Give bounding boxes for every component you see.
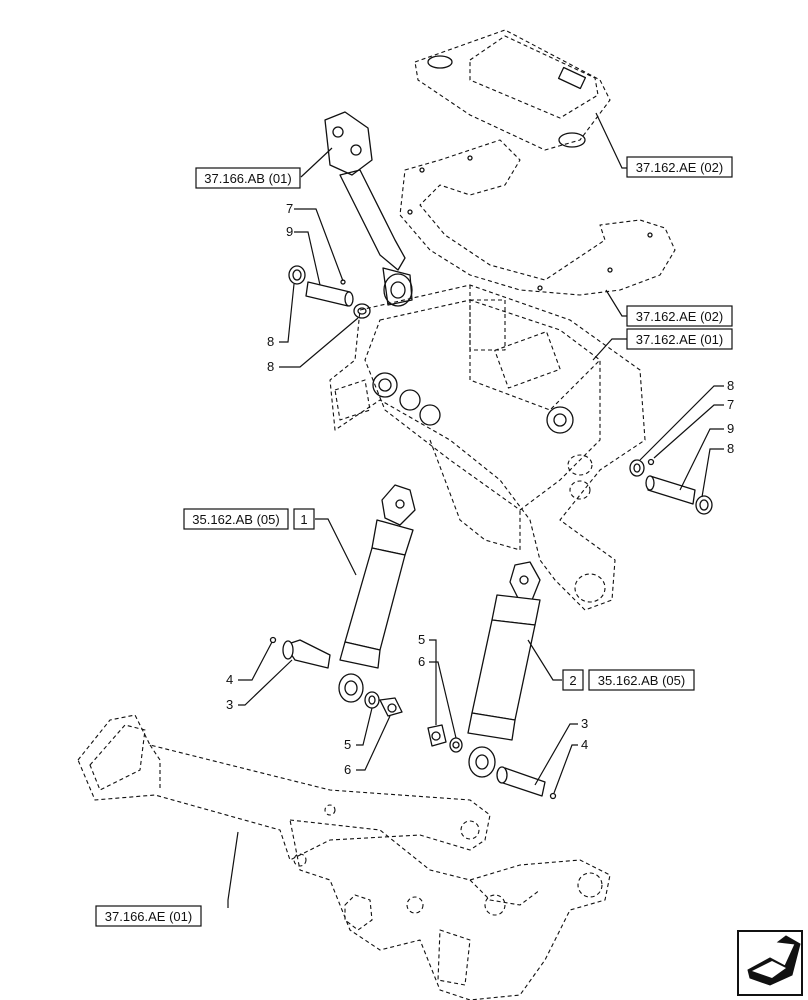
hydraulic-cylinder-left bbox=[338, 484, 416, 703]
reference-box-mid-plate[interactable]: 37.162.AE (02) bbox=[626, 305, 733, 327]
svg-text:35.162.AB (05): 35.162.AB (05) bbox=[192, 512, 279, 527]
svg-text:37.162.AE (02): 37.162.AE (02) bbox=[636, 309, 723, 324]
svg-text:1: 1 bbox=[300, 512, 307, 527]
mid-washer-set bbox=[427, 724, 463, 753]
callout-right-7: 7 bbox=[727, 397, 734, 412]
top-mounting-plate bbox=[414, 29, 611, 151]
hydraulic-cylinder-right bbox=[467, 561, 541, 778]
svg-text:37.162.AE (02): 37.162.AE (02) bbox=[636, 160, 723, 175]
right-lower-pin bbox=[496, 766, 557, 800]
callout-upper-left-8b: 8 bbox=[267, 359, 274, 374]
arrow-navigation-icon[interactable] bbox=[737, 930, 803, 996]
callout-mid-6: 6 bbox=[418, 654, 425, 669]
callout-upper-left-7: 7 bbox=[286, 201, 293, 216]
lower-arm-assembly bbox=[77, 714, 611, 1000]
reference-box-lower-arm[interactable]: 37.166.AE (01) bbox=[95, 905, 202, 927]
leader-lines bbox=[227, 112, 724, 908]
callout-right-8b: 8 bbox=[727, 441, 734, 456]
reference-box-cylinder-left[interactable]: 35.162.AB (05) bbox=[183, 508, 289, 530]
svg-text:2: 2 bbox=[569, 673, 576, 688]
callout-upper-left-9: 9 bbox=[286, 224, 293, 239]
item-box-cylinder-right: 2 bbox=[562, 669, 584, 691]
callout-right-3: 3 bbox=[581, 716, 588, 731]
upper-link-rod bbox=[324, 111, 413, 307]
callout-left-4: 4 bbox=[226, 672, 233, 687]
left-pivot-pin bbox=[269, 636, 403, 717]
reference-box-cylinder-right[interactable]: 35.162.AB (05) bbox=[588, 669, 695, 691]
callout-mid-5: 5 bbox=[418, 632, 425, 647]
callout-right-4: 4 bbox=[581, 737, 588, 752]
svg-text:37.166.AE (01): 37.166.AE (01) bbox=[105, 909, 192, 924]
main-frame-housing bbox=[329, 284, 646, 611]
mid-gasket-plate bbox=[399, 139, 676, 296]
callout-right-8a: 8 bbox=[727, 378, 734, 393]
upper-left-pin-set bbox=[288, 265, 371, 319]
svg-text:37.166.AB (01): 37.166.AB (01) bbox=[204, 171, 291, 186]
svg-text:35.162.AB (05): 35.162.AB (05) bbox=[598, 673, 685, 688]
callout-left-3: 3 bbox=[226, 697, 233, 712]
callout-numbers: 7 9 8 8 8 7 9 8 4 3 5 6 5 6 3 4 bbox=[226, 201, 734, 777]
callout-left-6: 6 bbox=[344, 762, 351, 777]
reference-box-top-plate[interactable]: 37.162.AE (02) bbox=[626, 156, 733, 178]
callout-right-9: 9 bbox=[727, 421, 734, 436]
callout-upper-left-8a: 8 bbox=[267, 334, 274, 349]
reference-box-frame[interactable]: 37.162.AE (01) bbox=[626, 328, 733, 350]
reference-box-top-link[interactable]: 37.166.AB (01) bbox=[195, 167, 301, 189]
callout-left-5: 5 bbox=[344, 737, 351, 752]
item-box-cylinder-left: 1 bbox=[293, 508, 315, 530]
right-pin-set bbox=[629, 458, 713, 515]
svg-text:37.162.AE (01): 37.162.AE (01) bbox=[636, 332, 723, 347]
